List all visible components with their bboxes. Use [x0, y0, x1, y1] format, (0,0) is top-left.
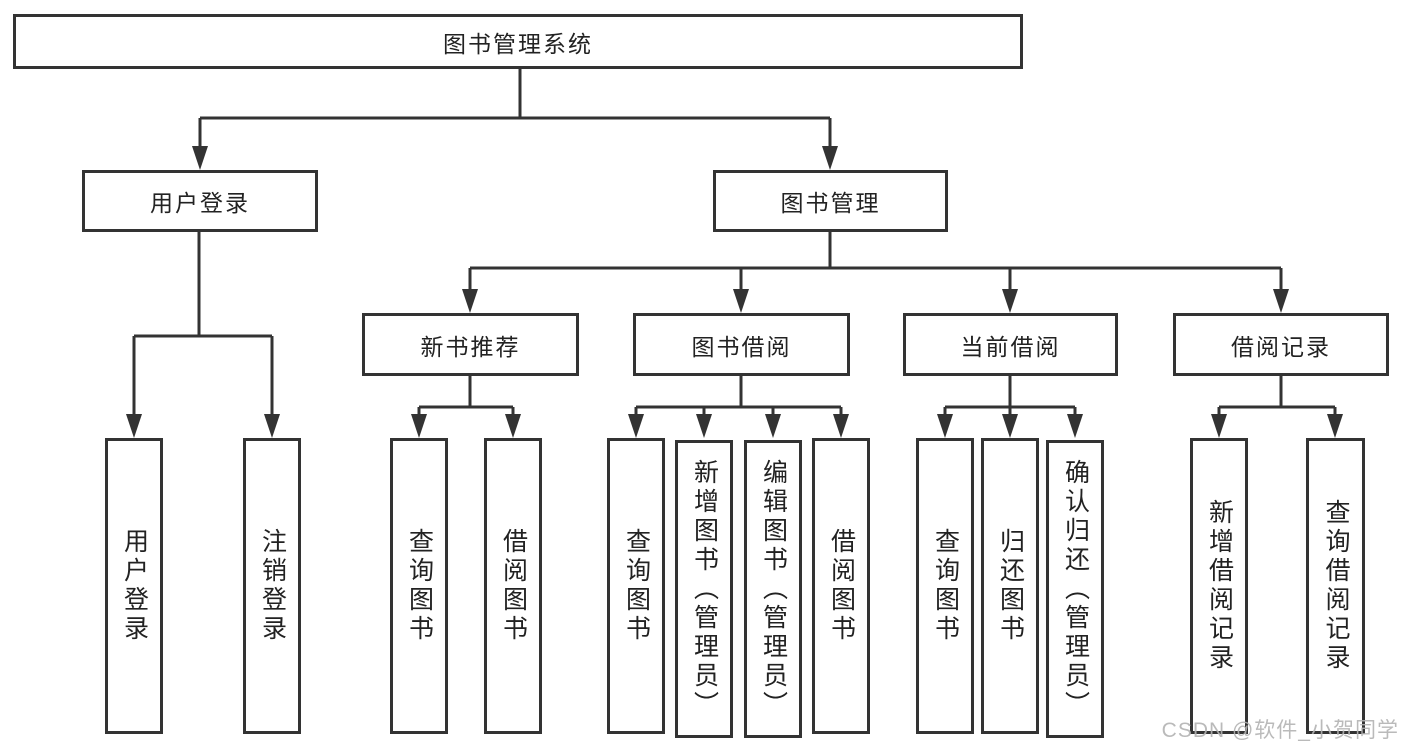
leaf-query-books-recommend: 查询图书 — [390, 438, 448, 734]
leaf-user-login: 用户登录 — [105, 438, 163, 734]
leaf-add-borrow-record: 新增借阅记录 — [1190, 438, 1248, 734]
leaf-query-borrow-record: 查询借阅记录 — [1306, 438, 1365, 734]
leaf-borrow-books-recommend: 借阅图书 — [484, 438, 542, 734]
node-book-borrow: 图书借阅 — [633, 313, 850, 376]
leaf-logout: 注销登录 — [243, 438, 301, 734]
leaf-query-books-borrow: 查询图书 — [607, 438, 665, 734]
leaf-query-books-current: 查询图书 — [916, 438, 974, 734]
leaf-add-books-admin: 新增图书（管理员） — [675, 440, 733, 738]
leaf-borrow-books-borrow: 借阅图书 — [812, 438, 870, 734]
leaf-return-books: 归还图书 — [981, 438, 1039, 734]
node-user-login: 用户登录 — [82, 170, 318, 232]
node-current-borrow: 当前借阅 — [903, 313, 1118, 376]
leaf-edit-books-admin: 编辑图书（管理员） — [744, 440, 802, 738]
arrowhead-icons — [126, 146, 1343, 438]
watermark: CSDN @软件_小贺同学 — [1161, 719, 1399, 742]
node-root: 图书管理系统 — [13, 14, 1023, 69]
node-borrow-records: 借阅记录 — [1173, 313, 1389, 376]
node-book-management: 图书管理 — [713, 170, 948, 232]
node-new-book-recommend: 新书推荐 — [362, 313, 579, 376]
leaf-confirm-return-admin: 确认归还（管理员） — [1046, 440, 1104, 738]
